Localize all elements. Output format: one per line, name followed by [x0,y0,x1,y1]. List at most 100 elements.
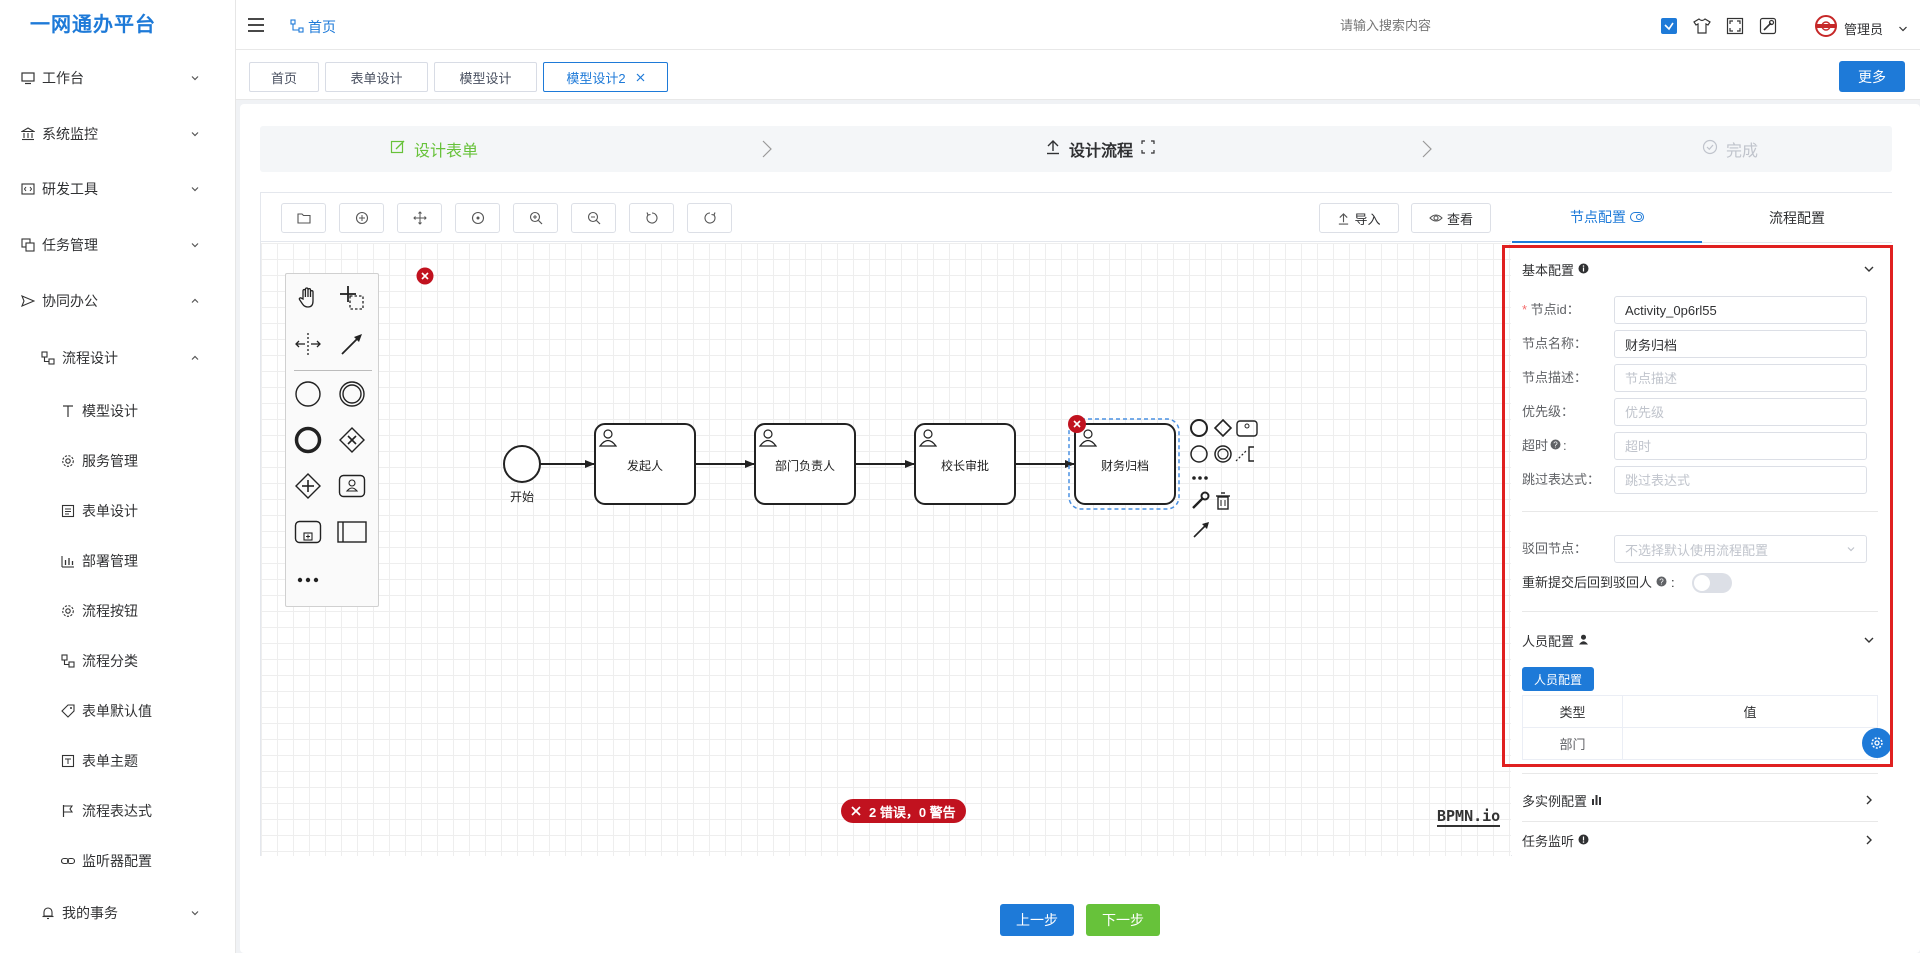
tab-model-design-2[interactable]: 模型设计2 [543,62,668,92]
exclusive-gateway-icon[interactable] [336,424,368,456]
pool-icon[interactable] [336,516,368,548]
resubmit-toggle[interactable] [1692,573,1732,593]
append-task-icon[interactable] [1236,420,1258,437]
skip-expression-input[interactable] [1614,466,1867,494]
open-file-button[interactable] [281,203,326,233]
next-step-button[interactable]: 下一步 [1086,904,1160,936]
bpmn-canvas[interactable]: 开始 发起人 部门负责人 校长审批 财务归档 2 错误，0 警告 BPMN.io [261,243,1511,856]
import-button[interactable]: 导入 [1319,203,1399,233]
sidebar-item-tasks[interactable]: 任务管理 [0,225,235,265]
person-config-header[interactable]: 人员配置 [1522,623,1882,657]
error-marker-icon[interactable] [1068,415,1086,433]
priority-input[interactable] [1614,398,1867,426]
subprocess-icon[interactable] [292,516,324,548]
sidebar-item-model-design[interactable]: 模型设计 [0,391,235,431]
redo-button[interactable] [687,203,732,233]
append-intermediate-event-icon[interactable] [1214,445,1232,463]
sidebar-item-service[interactable]: 服务管理 [0,441,235,481]
append-end-event-icon[interactable] [1190,419,1208,437]
sidebar-item-flow-category[interactable]: 流程分类 [0,641,235,681]
wrench-icon[interactable] [1192,491,1210,509]
tab-home[interactable]: 首页 [249,62,319,92]
task-listener-header[interactable]: 任务监听 [1522,823,1882,857]
sidebar-item-form-design[interactable]: 表单设计 [0,491,235,531]
intermediate-event-icon[interactable] [336,378,368,410]
node-name-input[interactable] [1614,330,1867,358]
trash-icon[interactable] [1216,492,1230,510]
sidebar-item-deploy[interactable]: 部署管理 [0,541,235,581]
sidebar-item-workbench[interactable]: 工作台 [0,58,235,98]
start-event-icon[interactable] [292,378,324,410]
close-icon [851,806,861,816]
view-button[interactable]: 查看 [1411,203,1491,233]
basic-config-header[interactable]: 基本配置 [1522,252,1882,286]
tab-node-config[interactable]: 节点配置 [1512,193,1702,243]
sidebar-item-devtools[interactable]: 研发工具 [0,169,235,209]
node-id-input[interactable] [1614,296,1867,324]
prev-step-button[interactable]: 上一步 [1000,904,1074,936]
timeout-input[interactable] [1614,432,1867,460]
fit-view-button[interactable] [455,203,500,233]
step-finish[interactable]: 完成 [1702,126,1758,172]
zoom-in-button[interactable] [513,203,558,233]
reject-node-select[interactable]: 不选择默认使用流程配置 [1614,535,1867,563]
close-icon[interactable] [636,70,645,85]
task-finance-archive[interactable] [1074,423,1176,505]
sidebar-item-form-default[interactable]: 表单默认值 [0,691,235,731]
create-new-button[interactable] [339,203,384,233]
end-event-icon[interactable] [292,424,324,456]
multi-instance-header[interactable]: 多实例配置 [1522,783,1882,817]
sidebar-item-listener[interactable]: 监听器配置 [0,841,235,881]
step-design-form[interactable]: 设计表单 [390,126,478,172]
bar-chart-icon [1591,793,1602,808]
sidebar-item-flow-expression[interactable]: 流程表达式 [0,791,235,831]
step-design-flow[interactable]: 设计流程 [1045,126,1155,172]
sidebar-item-flow-design[interactable]: 流程设计 [0,338,235,378]
hand-tool-icon[interactable] [292,282,324,314]
fullscreen-icon[interactable] [1726,17,1744,35]
settings-fab[interactable] [1862,728,1892,758]
sidebar-item-monitor[interactable]: 系统监控 [0,114,235,154]
table-row[interactable]: 部门 [1522,727,1878,760]
start-event[interactable] [503,445,541,483]
tab-form-design[interactable]: 表单设计 [325,62,428,92]
connect-tool-icon[interactable] [336,328,368,360]
text-annotation-icon[interactable] [1235,446,1254,462]
sidebar-item-flow-button[interactable]: 流程按钮 [0,591,235,631]
more-button[interactable]: 更多 [1839,61,1905,92]
avatar[interactable] [1814,15,1838,37]
tab-flow-config[interactable]: 流程配置 [1769,210,1825,226]
validation-badge[interactable]: 2 错误，0 警告 [841,799,966,823]
more-tools-icon[interactable] [292,564,324,596]
sidebar-item-my-affairs[interactable]: 我的事务 [0,893,235,933]
breadcrumb[interactable]: 首页 [290,17,336,37]
append-intermediate-event-icon[interactable] [1190,445,1208,463]
bpmn-io-logo[interactable]: BPMN.io [1437,807,1501,827]
hamburger-icon[interactable] [246,15,266,35]
search-input[interactable] [1340,13,1520,37]
undo-button[interactable] [629,203,674,233]
parallel-gateway-icon[interactable] [292,470,324,502]
append-gateway-icon[interactable] [1213,418,1233,438]
sidebar-item-collab[interactable]: 协同办公 [0,281,235,321]
user-task-icon[interactable] [336,470,368,502]
move-button[interactable] [397,203,442,233]
sidebar-item-form-theme[interactable]: 表单主题 [0,741,235,781]
connect-icon[interactable] [1193,522,1209,538]
lasso-tool-icon[interactable] [336,282,368,314]
chevron-down-icon[interactable] [1898,21,1908,32]
check-square-icon[interactable] [1660,17,1678,35]
space-tool-icon[interactable] [292,328,324,360]
zoom-out-button[interactable] [571,203,616,233]
person-config-button[interactable]: 人员配置 [1522,667,1594,691]
user-name[interactable]: 管理员 [1844,22,1884,37]
node-desc-input[interactable] [1614,364,1867,392]
fullscreen-icon[interactable] [1141,139,1155,159]
tab-model-design[interactable]: 模型设计 [434,62,537,92]
shirt-icon[interactable] [1693,17,1711,35]
tools-icon[interactable] [1759,17,1777,35]
chevron-up-icon [189,295,201,307]
gear-icon [60,453,76,469]
more-options-icon[interactable] [1192,476,1208,480]
error-marker-icon[interactable] [416,267,434,288]
